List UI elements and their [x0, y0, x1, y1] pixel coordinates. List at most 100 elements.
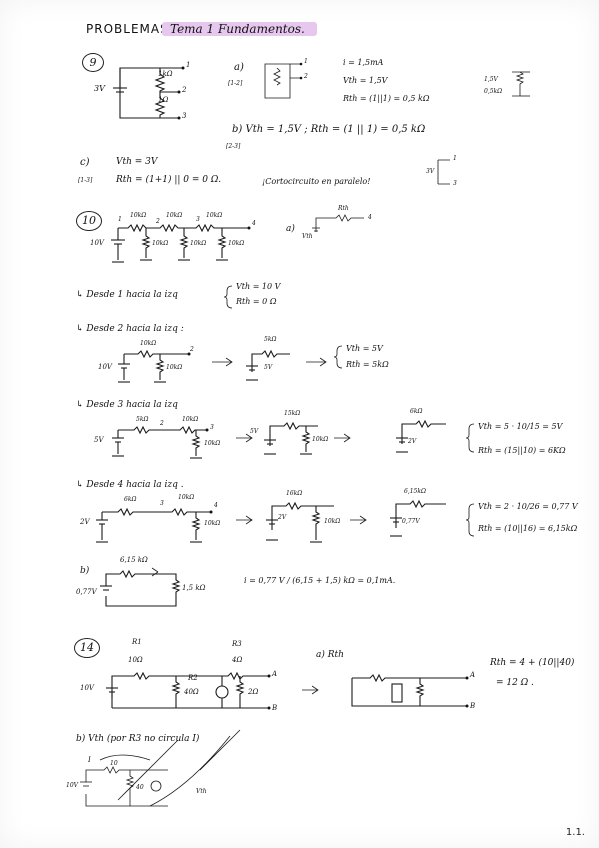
problem-9-number: 9 [82, 53, 104, 72]
page-number: 1.1. [565, 827, 585, 838]
p14-source: 10V [80, 684, 94, 692]
p10-d3-s1v: 5V [250, 428, 259, 435]
p14b-v: 10V [66, 782, 78, 789]
p10-n4: 4 [252, 220, 256, 227]
header-topic-highlight: Tema 1 Fundamentos. [162, 22, 317, 36]
p10-d3-rsh: 10kΩ [204, 440, 221, 447]
p10-d2-n2: 2 [190, 346, 194, 353]
p10-d3-s2r: 6kΩ [410, 408, 423, 415]
p10-d3-n2: 2 [160, 420, 164, 427]
p10-d4-s1v: 2V [278, 514, 287, 521]
p9-node-1: 1 [186, 61, 191, 69]
p10b-v: 0,77V [76, 588, 97, 596]
p14-node-a: A [272, 670, 278, 678]
p14a-label: a) Rth [316, 650, 344, 660]
p9c-nodes: [1-3] [78, 177, 93, 184]
problem-14-number: 14 [74, 638, 100, 658]
p10-source: 10V [90, 239, 104, 247]
p9c-rth: Rth = (1+1) || 0 = 0 Ω. [116, 175, 222, 185]
p14a-result: Rth = 4 + (10||40) [490, 658, 575, 668]
p14-r2-name: R2 [188, 674, 198, 682]
p14a-node-a: A [470, 671, 476, 679]
p10-d4-v: 2V [80, 518, 90, 526]
p10-d4-r2: 10kΩ [178, 494, 195, 501]
p14-r2: 40Ω [184, 688, 199, 696]
p10-d2-rsh: 10kΩ [166, 364, 183, 371]
p10a-n4: 4 [368, 214, 372, 221]
p9a-rth: Rth = (1||1) = 0,5 kΩ [343, 94, 430, 103]
p14-node-b: B [272, 704, 278, 712]
p10a-label: a) [286, 224, 295, 234]
p10-d4-text: ↳ Desde 4 hacia la izq . [76, 480, 184, 490]
p10-rsh1: 10kΩ [152, 240, 169, 247]
p9c-label: c) [80, 157, 90, 168]
p14b-r2: 40 [136, 784, 144, 791]
problem-10-number: 10 [76, 211, 102, 231]
p10a-rth: Rth [338, 205, 349, 212]
p10-rtop2: 10kΩ [166, 212, 183, 219]
p9a-node-1: 1 [304, 58, 308, 65]
p9a-eq-v: 1,5V [484, 76, 498, 83]
p14-r3-name: R3 [232, 640, 242, 648]
p10-d1-text: ↳ Desde 1 hacia la izq [76, 290, 178, 300]
p10-n2: 2 [156, 218, 160, 225]
p9-node-3: 3 [182, 112, 187, 120]
p10-d4-s1r: 16kΩ [286, 490, 303, 497]
p10-rsh3: 10kΩ [228, 240, 245, 247]
p10-d2-text: ↳ Desde 2 hacia la izq : [76, 324, 184, 334]
p10b-r: 6,15 kΩ [120, 556, 148, 564]
p10-d4-s2r: 6,15kΩ [404, 488, 426, 495]
p10-d1-rth: Rth = 0 Ω [236, 297, 277, 306]
p9c-vth: Vth = 3V [116, 157, 158, 167]
p10-d4-n3: 3 [160, 500, 164, 507]
p10b-label: b) [80, 566, 90, 576]
p10-d3-s1rsh: 10kΩ [312, 436, 329, 443]
p10-d2-rth: Rth = 5kΩ [346, 360, 389, 369]
p10-d4-r1: 6kΩ [124, 496, 137, 503]
p14-r3: 4Ω [232, 656, 243, 664]
p10-d3-s2v: 2V [408, 438, 417, 445]
p10-rsh2: 10kΩ [190, 240, 207, 247]
p9a-label: a) [234, 62, 244, 73]
p10-d4-vth: Vth = 2 · 10/26 = 0,77 V [478, 502, 578, 511]
p9a-nodes: [1-2] [228, 80, 243, 87]
p10-d3-r1: 5kΩ [136, 416, 149, 423]
p10-d2-v: 10V [98, 363, 112, 371]
p10b-rl: 1,5 kΩ [182, 584, 206, 592]
p10-d3-v: 5V [94, 436, 104, 444]
p9c-node-1: 1 [453, 155, 457, 162]
p14b-i: I [88, 756, 91, 764]
p10-d3-r2: 10kΩ [182, 416, 199, 423]
p14b-text: b) Vth (por R3 no circula I) [76, 734, 200, 744]
p14a-result2: = 12 Ω . [496, 678, 534, 688]
p10b-formula: i = 0,77 V / (6,15 + 1,5) kΩ = 0,1mA. [244, 576, 396, 585]
p9b-text: b) Vth = 1,5V ; Rth = (1 || 1) = 0,5 kΩ [232, 124, 426, 135]
p14a-node-b: B [470, 702, 476, 710]
p10-n3: 3 [196, 216, 200, 223]
p14b-r1: 10 [110, 760, 118, 767]
p10-d2-rtop: 10kΩ [140, 340, 157, 347]
p9b-nodes: [2-3] [226, 143, 241, 150]
p14-r1: 10Ω [128, 656, 143, 664]
p10-d3-n3: 3 [210, 424, 214, 431]
p9-node-2: 2 [182, 86, 187, 94]
p10-d2-eqv: 5V [264, 364, 273, 371]
p14-rl: 2Ω [248, 688, 259, 696]
p14b-vth: Vth [196, 788, 207, 795]
p9a-eq-r: 0,5kΩ [484, 88, 503, 95]
p9c-eq-v: 3V [426, 168, 435, 175]
p10-d2-eqr: 5kΩ [264, 336, 277, 343]
p10-d4-rsh: 10kΩ [204, 520, 221, 527]
p10-n1: 1 [118, 216, 122, 223]
p10-d3-s1r: 15kΩ [284, 410, 301, 417]
p9-r1-label: 1kΩ [158, 70, 173, 78]
p10-rtop1: 10kΩ [130, 212, 147, 219]
p9a-node-2: 2 [304, 73, 308, 80]
p10a-vth: Vth [302, 233, 313, 240]
p10-rtop3: 10kΩ [206, 212, 223, 219]
p9a-vth: Vth = 1,5V [343, 76, 388, 85]
